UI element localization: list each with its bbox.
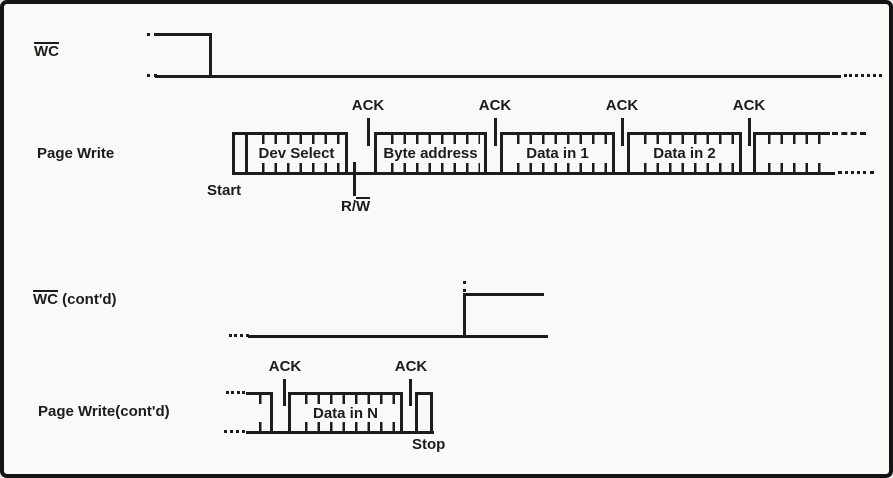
rw-pointer (353, 162, 356, 196)
wc-falling-edge (209, 33, 212, 78)
wc-cont-rise-top-dots (463, 281, 466, 292)
bit-ticks-bottom (295, 422, 396, 431)
page-write-cont-signal-label: Page Write(cont'd) (38, 403, 170, 420)
ack-pointer-1 (367, 118, 370, 146)
page-write-baseline-continuation-dots (838, 171, 874, 174)
wc-cont-high-level-line (463, 293, 544, 296)
start-marker-label: Start (207, 182, 242, 199)
stop-marker-label: Stop (412, 436, 446, 453)
wc-high-level-line (155, 33, 212, 36)
continuation-box-top-edge (753, 132, 830, 135)
ack-label-2: ACK (478, 97, 512, 114)
wc-cont-rising-edge (463, 293, 466, 338)
partial-box-top-edge (246, 392, 273, 395)
bit-ticks-bottom (252, 163, 341, 172)
data-in-n-box-label: Data in N (312, 404, 378, 422)
bit-ticks-top (249, 395, 268, 404)
bit-ticks-bottom (758, 163, 828, 172)
ack-label-3: ACK (605, 97, 639, 114)
wc-low-continuation-dots (844, 74, 882, 77)
bit-ticks-bottom (381, 163, 480, 172)
rw-prefix-text: R/ (341, 198, 356, 215)
data-in-1-box: Data in 1 (500, 132, 615, 175)
wc-cont-low-level-line (248, 335, 548, 338)
ack-label-4: ACK (732, 97, 766, 114)
wc-cont-signal-label: WC (cont'd) (33, 290, 117, 309)
bit-ticks-bottom (507, 163, 608, 172)
wc-low-leadin-dots (147, 74, 157, 77)
bit-ticks-top (507, 135, 608, 144)
wc-high-leadin-dots (147, 33, 157, 36)
ack-pointer-3 (621, 118, 624, 146)
data-in-2-box-label: Data in 2 (653, 145, 716, 162)
bit-ticks-bottom (249, 422, 268, 431)
ack-pointer-2 (494, 118, 497, 146)
wc-cont-overlined-text: WC (33, 290, 58, 308)
page-write-cont-top-leadin-dots (226, 391, 245, 394)
rw-marker-label: R/W (341, 197, 371, 216)
data-in-1-box-label: Data in 1 (526, 145, 589, 162)
bit-ticks-top (295, 395, 396, 404)
data-in-n-box: Data in N (288, 392, 403, 434)
data-in-2-box: Data in 2 (627, 132, 742, 175)
wc-overlined-text: WC (34, 42, 59, 60)
bit-ticks-top (634, 135, 735, 144)
ack-pointer-5 (283, 379, 286, 406)
ack-label-6: ACK (394, 358, 428, 375)
rw-overlined-text: W (356, 197, 371, 215)
wc-signal-label: WC (34, 42, 59, 61)
partial-box-right-edge (270, 392, 273, 434)
bit-ticks-top (252, 135, 341, 144)
ack-label-5: ACK (268, 358, 302, 375)
ack-label-1: ACK (351, 97, 385, 114)
bit-ticks-bottom (634, 163, 735, 172)
ack-pointer-4 (748, 118, 751, 146)
byte-address-box: Byte address (374, 132, 487, 175)
ack-pointer-6 (409, 379, 412, 406)
dev-select-box: Dev Select (245, 132, 348, 175)
page-write-signal-label: Page Write (37, 145, 115, 162)
wc-cont-leadin-dots (229, 334, 249, 337)
continuation-box-left-edge (753, 132, 756, 175)
continuation-box-top-dashes (832, 132, 866, 135)
byte-address-box-label: Byte address (383, 145, 478, 162)
wc-low-level-line (155, 75, 841, 78)
dev-select-box-label: Dev Select (258, 145, 335, 162)
bit-ticks-top (381, 135, 480, 144)
page-write-cont-bottom-leadin-dots (224, 430, 245, 433)
bit-ticks-top (758, 135, 828, 144)
stop-condition-box (415, 392, 433, 434)
wc-cont-suffix-text: (cont'd) (58, 291, 117, 308)
